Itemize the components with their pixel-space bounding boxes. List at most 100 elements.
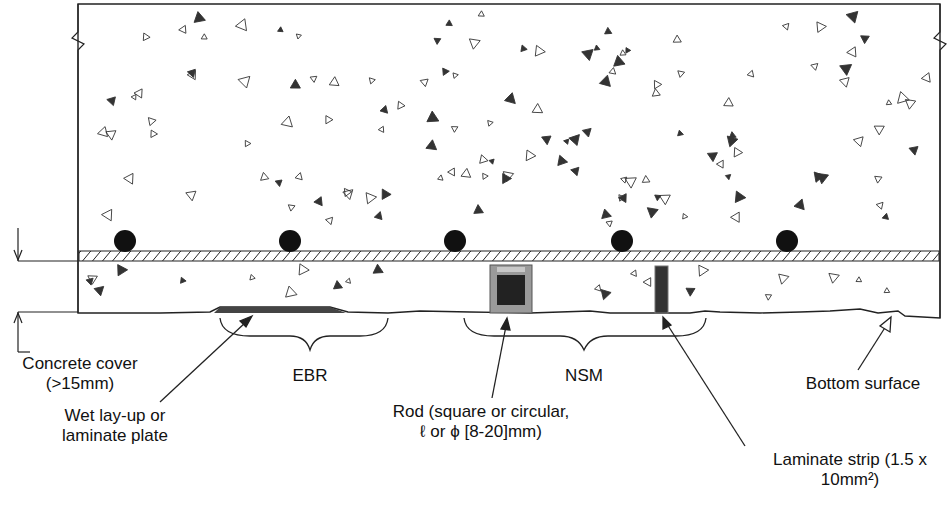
- aggregate-mark: [427, 111, 439, 122]
- aggregate-mark: [344, 188, 351, 196]
- aggregate-mark: [840, 65, 852, 76]
- aggregate-mark: [488, 121, 494, 127]
- aggregate-mark: [921, 73, 930, 83]
- aggregate-mark: [329, 77, 339, 86]
- aggregate-mark: [747, 70, 754, 77]
- brace: [464, 318, 706, 350]
- aggregate-mark: [245, 140, 251, 146]
- aggregate-mark: [652, 89, 660, 97]
- aggregate-mark: [886, 100, 891, 105]
- hatched-layer: [79, 251, 939, 261]
- aggregate-mark: [814, 172, 824, 182]
- aggregate-mark: [453, 73, 458, 79]
- nsm-rod: [497, 275, 525, 305]
- aggregate-mark: [186, 191, 196, 201]
- aggregate-mark: [853, 137, 863, 147]
- aggregate-mark: [727, 136, 738, 147]
- aggregate-mark: [582, 128, 591, 137]
- aggregate-mark: [846, 11, 858, 23]
- aggregate-mark: [131, 95, 136, 100]
- aggregate-mark: [521, 45, 527, 52]
- dimension: [14, 228, 78, 352]
- part-label: Rod (square or circular, ℓ or ϕ [8-20]mm…: [388, 402, 574, 442]
- aggregate-mark: [811, 64, 818, 71]
- concrete-section: [78, 4, 940, 318]
- aggregate-mark: [621, 177, 627, 183]
- aggregate-mark: [478, 11, 484, 16]
- aggregate-mark: [699, 265, 709, 276]
- aggregate-mark: [438, 175, 443, 180]
- aggregate-mark: [398, 101, 405, 109]
- aggregate-mark: [618, 194, 626, 203]
- aggregate-mark: [373, 264, 383, 273]
- aggregate-mark: [542, 136, 551, 145]
- aggregate-mark: [314, 197, 322, 206]
- aggregate-mark: [535, 45, 545, 56]
- aggregate-mark: [310, 76, 317, 82]
- part-label: Bottom surface: [788, 374, 938, 394]
- aggregate-mark: [426, 140, 437, 150]
- aggregate-mark: [326, 217, 333, 224]
- aggregate-mark: [905, 100, 915, 110]
- aggregate-mark: [295, 173, 302, 180]
- aggregate-mark: [875, 176, 882, 183]
- aggregate-mark: [134, 89, 142, 98]
- aggregate-mark: [725, 175, 730, 180]
- aggregate-mark: [599, 75, 610, 86]
- aggregate-mark: [179, 25, 186, 33]
- aggregate-mark: [250, 275, 255, 281]
- aggregate-mark: [614, 55, 625, 66]
- aggregate-mark: [480, 155, 488, 164]
- aggregate-mark: [605, 27, 612, 34]
- aggregate-mark: [296, 34, 301, 39]
- aggregate-mark: [94, 286, 104, 295]
- aggregate-mark: [779, 274, 789, 284]
- aggregate-mark: [451, 127, 458, 133]
- aggregate-mark: [874, 126, 884, 135]
- region-label: EBR: [270, 366, 350, 386]
- aggregate-mark: [275, 180, 282, 187]
- aggregate-mark: [124, 173, 133, 184]
- aggregate-mark: [288, 205, 295, 211]
- aggregate-mark: [673, 35, 681, 42]
- aggregate-mark: [642, 176, 650, 183]
- part-label: Wet lay-up or laminate plate: [40, 406, 190, 446]
- aggregate-mark: [817, 22, 827, 33]
- part-label: Laminate strip (1.5 x 10mm²): [770, 450, 930, 490]
- aggregate-mark: [594, 45, 600, 50]
- aggregate-mark: [595, 285, 601, 291]
- aggregate-mark: [643, 278, 651, 287]
- aggregate-mark: [856, 277, 862, 282]
- aggregate-mark: [382, 189, 391, 199]
- aggregate-mark: [678, 130, 684, 136]
- aggregate-mark: [461, 168, 471, 177]
- aggregate-mark: [505, 93, 516, 104]
- aggregate-mark: [434, 38, 441, 44]
- aggregate-mark: [281, 116, 292, 127]
- aggregate-mark: [107, 97, 116, 106]
- aggregate-mark: [503, 174, 512, 184]
- aggregate-mark: [647, 208, 658, 218]
- aggregate-mark: [564, 139, 569, 144]
- aggregate-mark: [378, 126, 383, 132]
- aggregate-mark: [683, 214, 688, 220]
- aggregate-mark: [840, 78, 850, 88]
- aggregate-mark: [374, 212, 382, 220]
- aggregate-mark: [602, 209, 612, 219]
- break-mark: [934, 4, 946, 318]
- aggregate-mark: [238, 76, 250, 88]
- aggregate-mark: [474, 205, 484, 214]
- aggregate-mark: [686, 288, 695, 296]
- aggregate-mark: [909, 147, 918, 156]
- aggregate-mark: [326, 116, 333, 124]
- aggregate-mark: [876, 202, 883, 209]
- aggregate-mark: [606, 221, 612, 227]
- aggregate-mark: [469, 39, 480, 49]
- aggregate-mark: [655, 195, 661, 201]
- aggregate-mark: [98, 127, 108, 137]
- aggregate-mark: [569, 135, 580, 146]
- aggregate-mark: [446, 20, 452, 26]
- aggregate-mark: [716, 160, 723, 168]
- nsm-groove: [490, 265, 532, 313]
- aggregate-mark: [724, 98, 734, 106]
